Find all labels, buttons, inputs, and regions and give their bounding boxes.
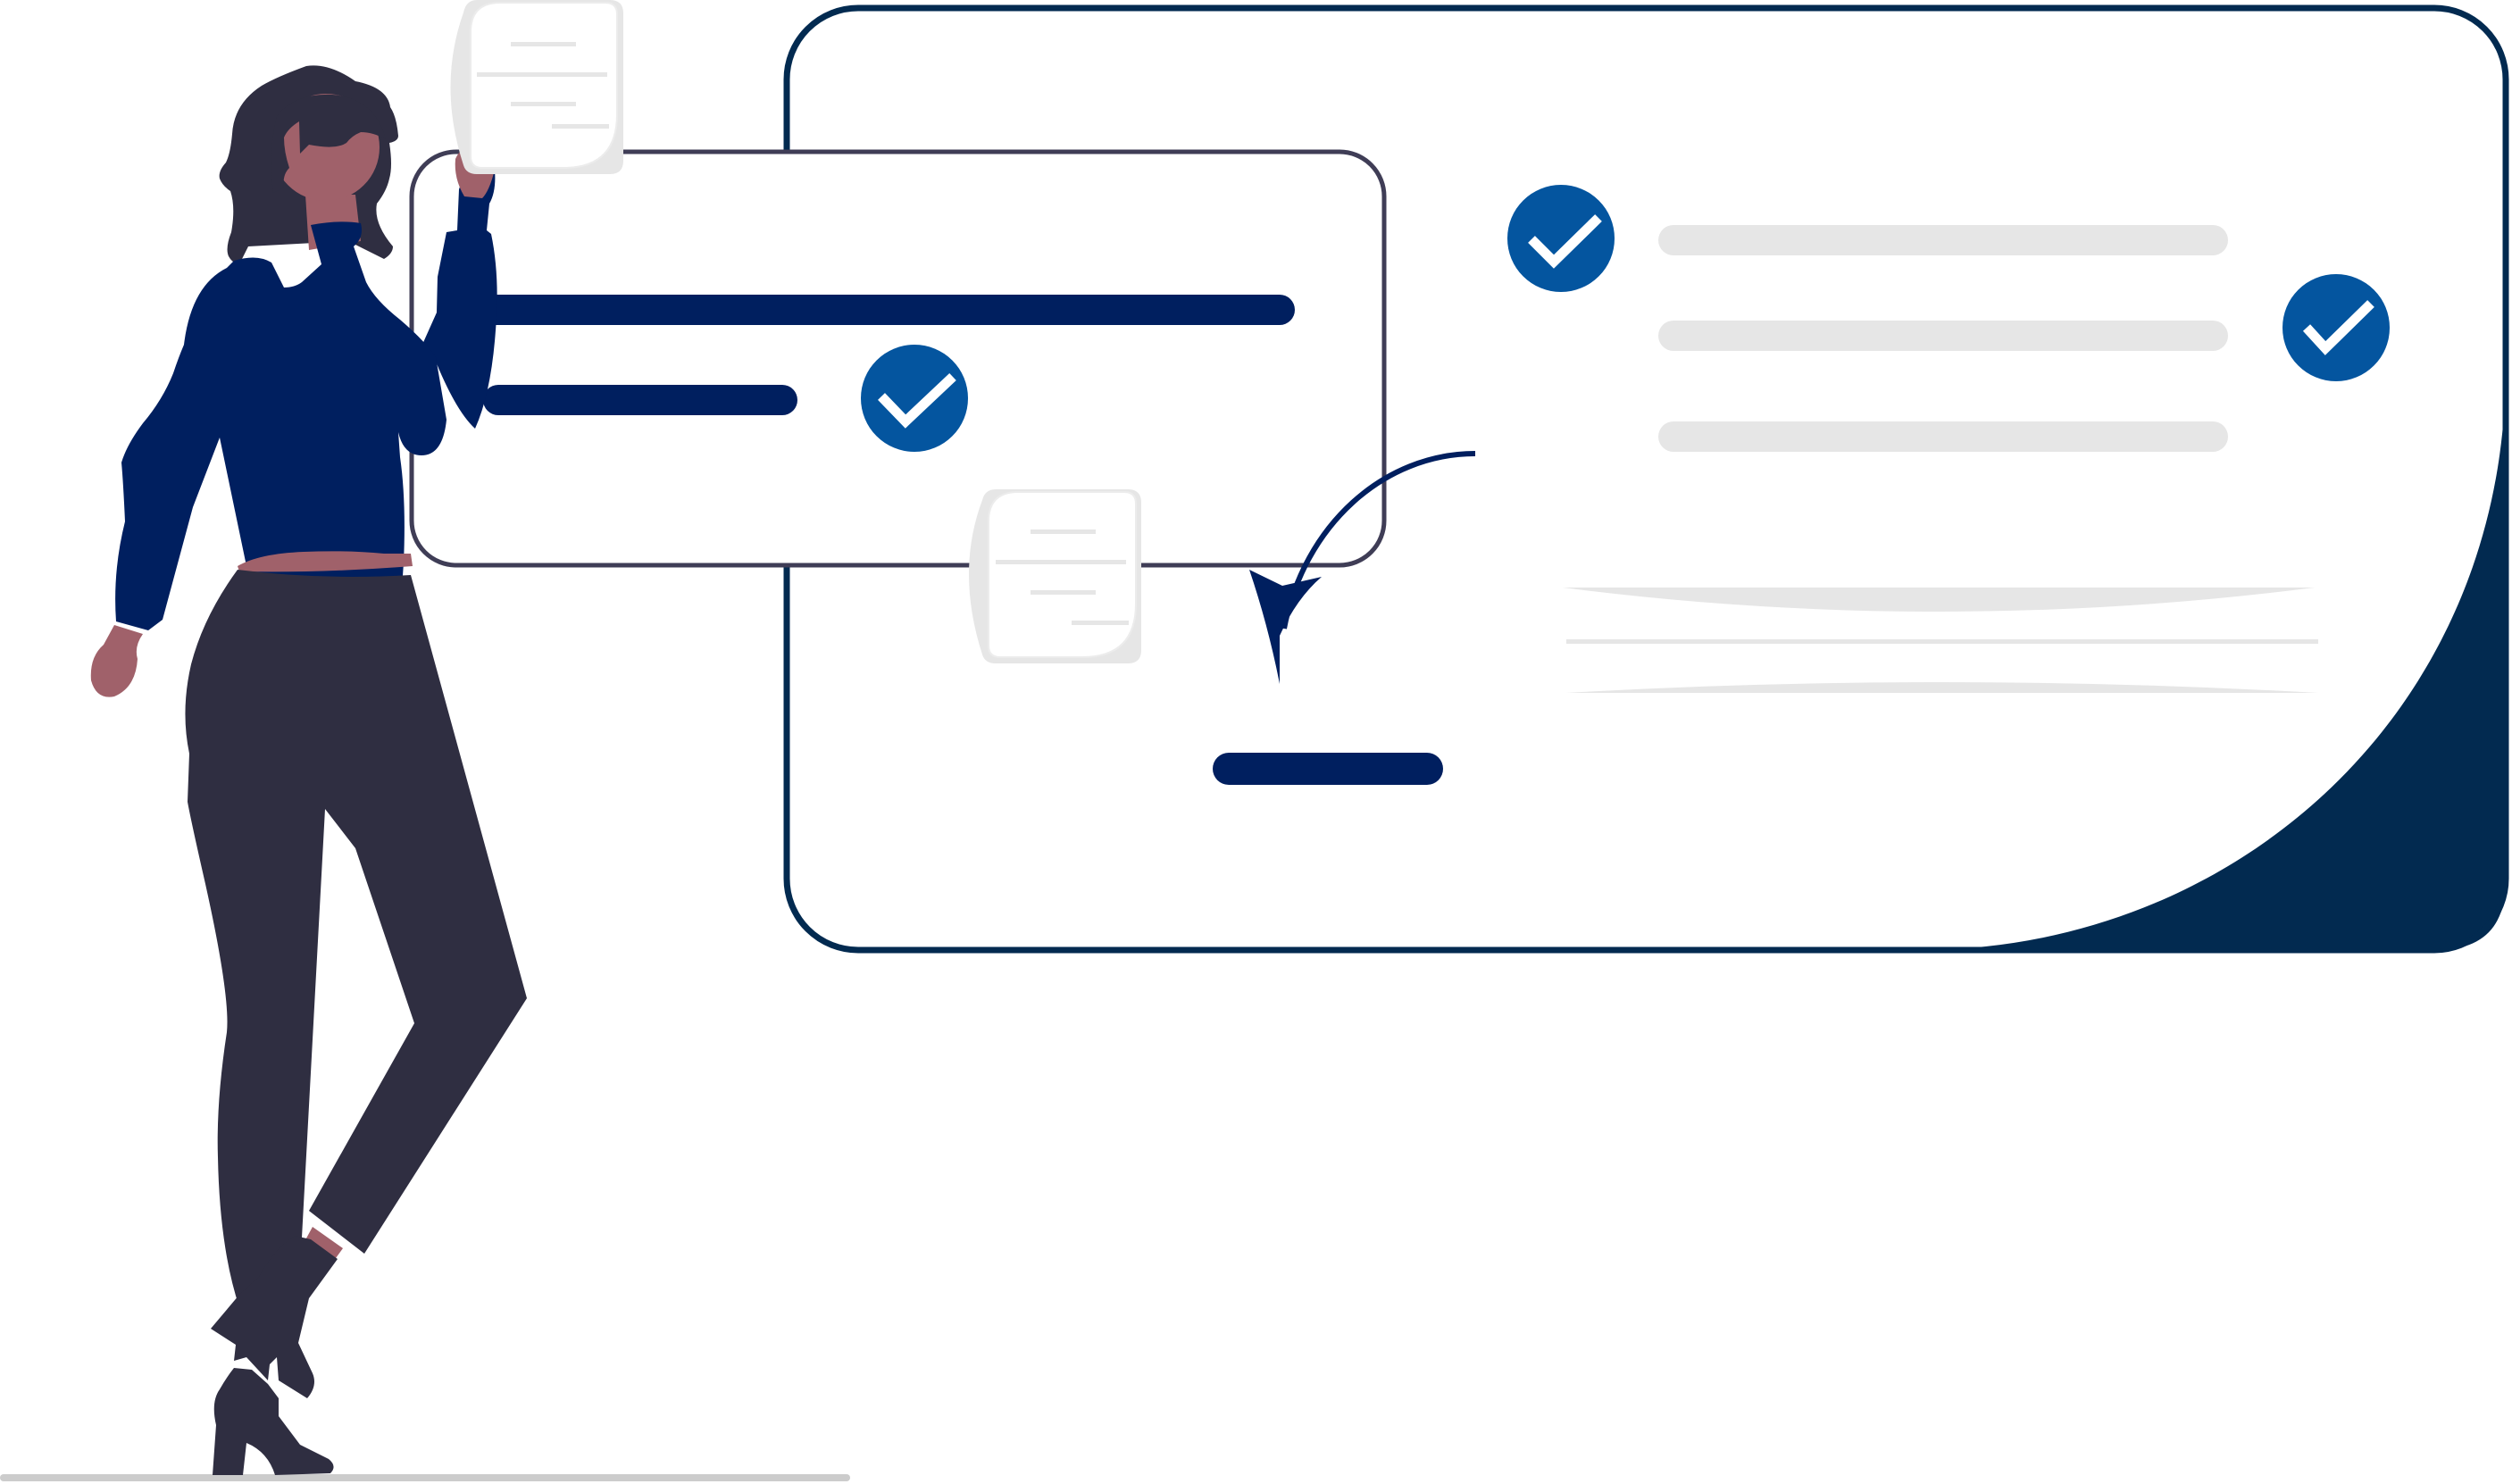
left-hand xyxy=(90,625,143,697)
torso xyxy=(115,221,446,630)
pants xyxy=(185,570,528,1307)
belt xyxy=(238,551,413,572)
front-card-line-1 xyxy=(473,295,1295,325)
back-card-line-3 xyxy=(1658,421,2228,452)
front-card xyxy=(409,149,1387,568)
woman-figure xyxy=(90,65,528,1475)
raised-arm xyxy=(421,161,497,429)
document-icon xyxy=(450,0,623,174)
shoe-right xyxy=(211,1236,338,1398)
back-card-button-bar xyxy=(1213,753,1443,785)
back-card-navy-corner xyxy=(1920,366,2506,950)
back-card-lens-bottom xyxy=(1566,682,2318,693)
shoe-left xyxy=(213,1368,334,1475)
curved-arrow-icon xyxy=(1249,451,1476,684)
back-card-line-1 xyxy=(1658,225,2228,255)
back-card-line-2 xyxy=(1658,321,2228,351)
front-card-line-2 xyxy=(483,385,797,415)
check-circle-icon xyxy=(2282,274,2390,381)
back-card-thin-line xyxy=(1566,639,2318,644)
check-circle-icon xyxy=(861,345,968,452)
document-icon xyxy=(969,489,1141,663)
hair-front xyxy=(271,94,386,193)
back-card xyxy=(783,4,2509,954)
floor-line xyxy=(0,1474,850,1481)
check-circle-icon xyxy=(1507,185,1615,292)
back-card-lens-top xyxy=(1563,588,2315,612)
